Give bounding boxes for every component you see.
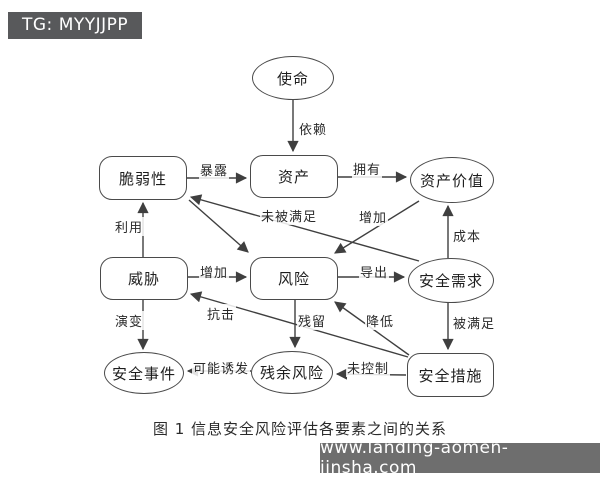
node-security-measure-label: 安全措施 [418,366,483,385]
edge-asset-value-risk [334,200,420,254]
edge-label-resist: 抗击 [206,304,237,323]
node-mission-label: 使命 [276,69,309,88]
node-risk: 风险 [250,257,338,300]
edge-label-depend: 依赖 [298,119,329,138]
node-security-incident-label: 安全事件 [111,364,176,383]
edge-label-increase-threat: 增加 [199,262,230,281]
edge-label-may-induce: 可能诱发 [192,358,251,377]
node-security-requirement-label: 安全需求 [418,272,483,290]
node-threat: 威胁 [100,257,188,300]
edge-label-residue: 残留 [297,311,328,330]
node-vulnerability: 脆弱性 [99,156,187,200]
edge-label-cost: 成本 [452,226,483,245]
edge-security-requirement-vulnerability [189,194,420,262]
node-mission: 使命 [252,56,334,100]
node-residual-risk-label: 残余风险 [259,364,324,382]
edge-label-evolve: 演变 [114,311,145,330]
edge-vulnerability-risk [188,199,249,253]
edge-label-exploit: 利用 [114,217,145,236]
node-threat-label: 威胁 [127,270,160,288]
telegram-badge: TG: MYYJJPP [8,12,143,39]
edge-label-unsatisfied: 未被满足 [260,206,319,225]
node-security-measure: 安全措施 [407,353,494,397]
edge-label-increase-assetvalue: 增加 [358,207,389,226]
node-security-requirement: 安全需求 [408,258,494,303]
edge-label-own: 拥有 [352,159,383,178]
node-asset-label: 资产 [277,168,310,186]
edge-label-satisfied: 被满足 [452,313,497,332]
node-residual-risk: 残余风险 [251,351,333,394]
node-security-incident: 安全事件 [104,352,184,394]
figure-caption: 图 1 信息安全风险评估各要素之间的关系 [152,420,448,438]
node-risk-label: 风险 [277,270,310,288]
node-vulnerability-label: 脆弱性 [118,169,167,188]
watermark-url: www.landing-aomen-jinsha.com [320,438,509,478]
node-asset-value-label: 资产价值 [419,171,484,190]
edge-label-reduce: 降低 [365,311,396,330]
node-asset-value: 资产价值 [410,157,494,203]
watermark-bar: www.landing-aomen-jinsha.com [320,438,600,478]
node-asset: 资产 [250,155,338,198]
edge-label-expose: 暴露 [199,160,230,179]
edge-label-derive: 导出 [359,262,390,281]
edge-label-uncontrolled: 未控制 [346,358,391,377]
